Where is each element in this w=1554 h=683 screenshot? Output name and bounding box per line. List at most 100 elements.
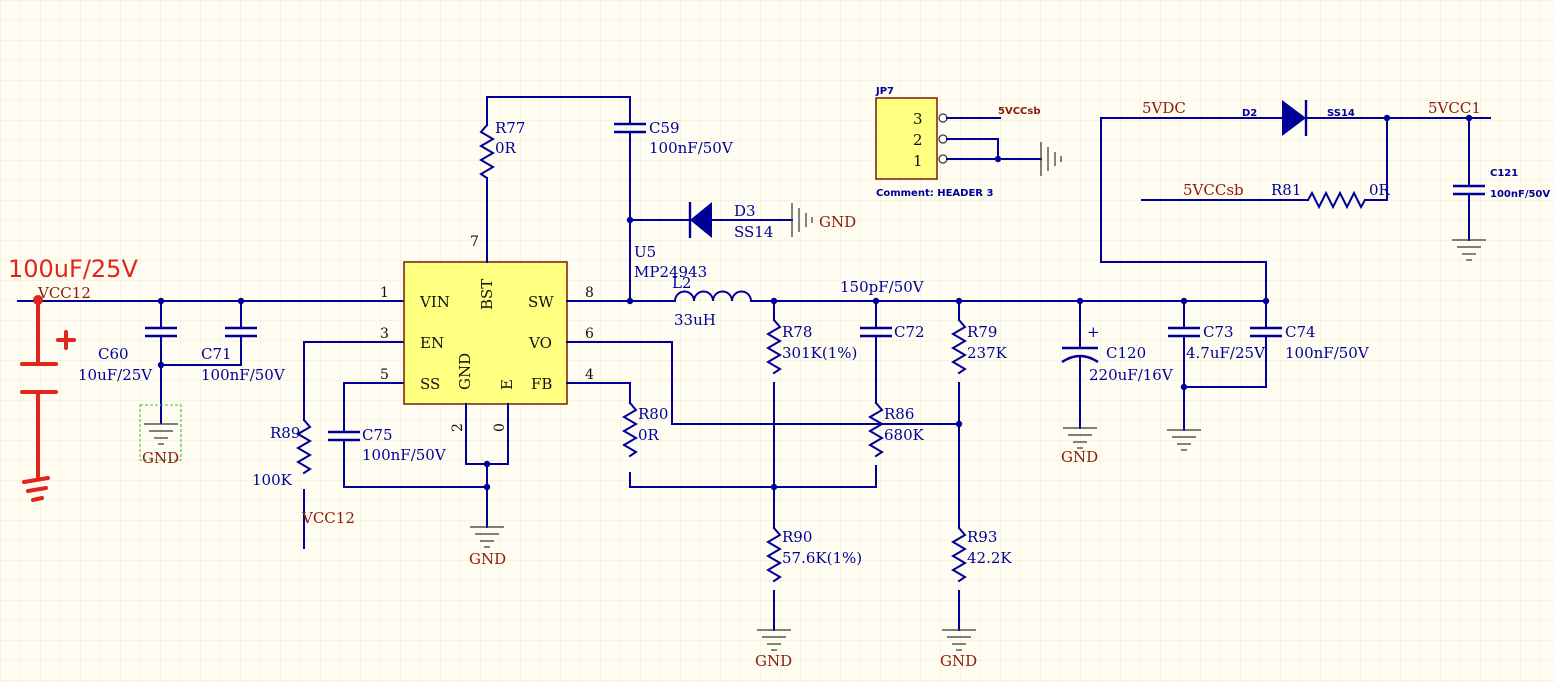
pin-number-ss: 5	[380, 367, 389, 383]
jp7-ref: JP7	[875, 86, 894, 97]
gnd-symbol-c120[interactable]: GND	[1061, 427, 1098, 466]
pin-name-gnd: GND	[456, 353, 474, 390]
c75-value: 100nF/50V	[362, 446, 447, 464]
ic-u5[interactable]: 1 VIN 3 EN 5 SS BST 7 GND 2 E 0 SW 8 VO …	[380, 234, 707, 432]
sw-node	[566, 297, 676, 305]
gnd-symbol-ic[interactable]: GND	[469, 526, 506, 568]
gnd-symbol-c73[interactable]	[1167, 429, 1201, 451]
gnd-label-c120: GND	[1061, 448, 1098, 466]
pin-number-sw: 8	[585, 285, 594, 301]
pin-name-fb: FB	[531, 375, 552, 393]
diode-d3[interactable]: D3 SS14	[626, 202, 793, 241]
capacitor-c75[interactable]: C75 100nF/50V	[328, 382, 488, 488]
capacitor-c60[interactable]: C60 10uF/25V	[78, 300, 177, 424]
net-label-vcc12-input: VCC12	[37, 284, 91, 302]
gnd-symbol-r93[interactable]: GND	[940, 629, 977, 670]
jp7-pin-1: 1	[913, 152, 923, 170]
capacitor-c121[interactable]: C121 100nF/50V	[1453, 117, 1550, 241]
resistor-r80[interactable]: R80 0R	[566, 382, 877, 491]
jp7-pin-3: 3	[913, 110, 923, 128]
c73-value: 4.7uF/25V	[1186, 344, 1266, 362]
pin-name-e: E	[498, 379, 516, 390]
c72-value: 150pF/50V	[840, 278, 925, 296]
c60-value: 10uF/25V	[78, 366, 153, 384]
r86-value: 680K	[884, 426, 925, 444]
jp7-net-5vccsb: 5VCCsb	[998, 106, 1041, 117]
c71-value: 100nF/50V	[201, 366, 286, 384]
pin-name-en: EN	[420, 334, 444, 352]
gnd-label-c60: GND	[142, 449, 179, 467]
r93-ref: R93	[967, 528, 997, 546]
r79-value: 237K	[967, 344, 1008, 362]
pin-number-bst: 7	[470, 234, 479, 250]
gnd-symbol-c121[interactable]	[1452, 239, 1486, 261]
r80-ref: R80	[638, 405, 668, 423]
capacitor-c72[interactable]: 150pF/50V C72	[840, 278, 925, 404]
resistor-r89[interactable]: R89 100K VCC12	[252, 341, 405, 549]
net-label-5vcc1: 5VCC1	[1428, 99, 1481, 117]
capacitor-c74[interactable]: C74 100nF/50V	[1180, 261, 1370, 391]
c74-value: 100nF/50V	[1285, 344, 1370, 362]
gnd-symbol-r90[interactable]: GND	[755, 629, 792, 670]
ic-value: MP24943	[634, 263, 707, 281]
gnd-label-d3: GND	[819, 213, 856, 231]
ic-ref: U5	[634, 243, 656, 261]
resistor-r81[interactable]: 5VCCsb R81 0R	[1141, 117, 1391, 210]
pin-name-ss: SS	[420, 375, 440, 393]
resistor-r93[interactable]: R93 42.2K	[951, 526, 1012, 631]
gnd-symbol-d3[interactable]: GND	[791, 203, 856, 237]
resistor-r78[interactable]: R78 301K(1%)	[766, 300, 857, 529]
capacitor-c73[interactable]: C73 4.7uF/25V	[1168, 300, 1266, 431]
gnd-label-ic: GND	[469, 550, 506, 568]
r78-value: 301K(1%)	[782, 344, 857, 362]
resistor-r79[interactable]: R79 237K	[951, 300, 1008, 529]
header-jp7[interactable]: JP7 3 2 1 5VCCsb Comment: HEADER 3	[875, 86, 1042, 199]
c75-ref: C75	[362, 426, 393, 444]
resistor-r90[interactable]: R90 57.6K(1%)	[766, 526, 862, 631]
r81-ref: R81	[1271, 181, 1301, 199]
input-section: VCC12 C60 10uF/25V C71 100nF/50V	[8, 255, 488, 549]
pin-number-gnd: 2	[450, 423, 466, 432]
gnd-symbol-c60[interactable]: GND	[139, 404, 182, 467]
pin-number-fb: 4	[585, 367, 594, 383]
resistor-r86[interactable]: R86 680K	[868, 401, 925, 488]
jp7-pin-2: 2	[913, 131, 923, 149]
c59-ref: C59	[649, 119, 680, 137]
r89-value: 100K	[252, 471, 293, 489]
r79-ref: R79	[967, 323, 997, 341]
r86-ref: R86	[884, 405, 914, 423]
net-label-5vdc: 5VDC	[1142, 99, 1186, 117]
output-rail	[750, 297, 1270, 305]
c120-value: 220uF/16V	[1089, 366, 1174, 384]
d2-ref: D2	[1242, 108, 1257, 119]
c120-ref: C120	[1106, 344, 1146, 362]
d3-value: SS14	[734, 223, 773, 241]
d3-ref: D3	[734, 202, 756, 220]
capacitor-c120[interactable]: + C120 220uF/16V	[1061, 300, 1174, 429]
r90-ref: R90	[782, 528, 812, 546]
r93-value: 42.2K	[967, 549, 1012, 567]
pin-name-bst: BST	[478, 279, 496, 310]
ic-ground-connection	[465, 403, 509, 528]
jp7-comment: Comment: HEADER 3	[876, 188, 993, 199]
l2-value: 33uH	[674, 311, 716, 329]
c60-ref: C60	[98, 345, 129, 363]
c121-value: 100nF/50V	[1490, 189, 1550, 200]
c74-ref: C74	[1285, 323, 1316, 341]
capacitor-c71[interactable]: C71 100nF/50V	[157, 300, 286, 384]
capacitor-c59[interactable]: C59 100nF/50V	[486, 96, 734, 302]
pin-number-vin: 1	[380, 285, 389, 301]
pin-name-sw: SW	[528, 293, 554, 311]
pin-number-en: 3	[380, 326, 389, 342]
inductor-l2[interactable]: L2 33uH	[672, 274, 753, 329]
gnd-symbol-jp7[interactable]	[1040, 142, 1062, 176]
pin-name-vin: VIN	[419, 293, 450, 311]
r77-value: 0R	[495, 139, 517, 157]
gnd-label-r93: GND	[940, 652, 977, 670]
c120-polarity-icon: +	[1087, 323, 1100, 341]
resistor-r77[interactable]: R77 0R	[479, 96, 525, 263]
gnd-label-r90: GND	[755, 652, 792, 670]
c72-ref: C72	[894, 323, 925, 341]
